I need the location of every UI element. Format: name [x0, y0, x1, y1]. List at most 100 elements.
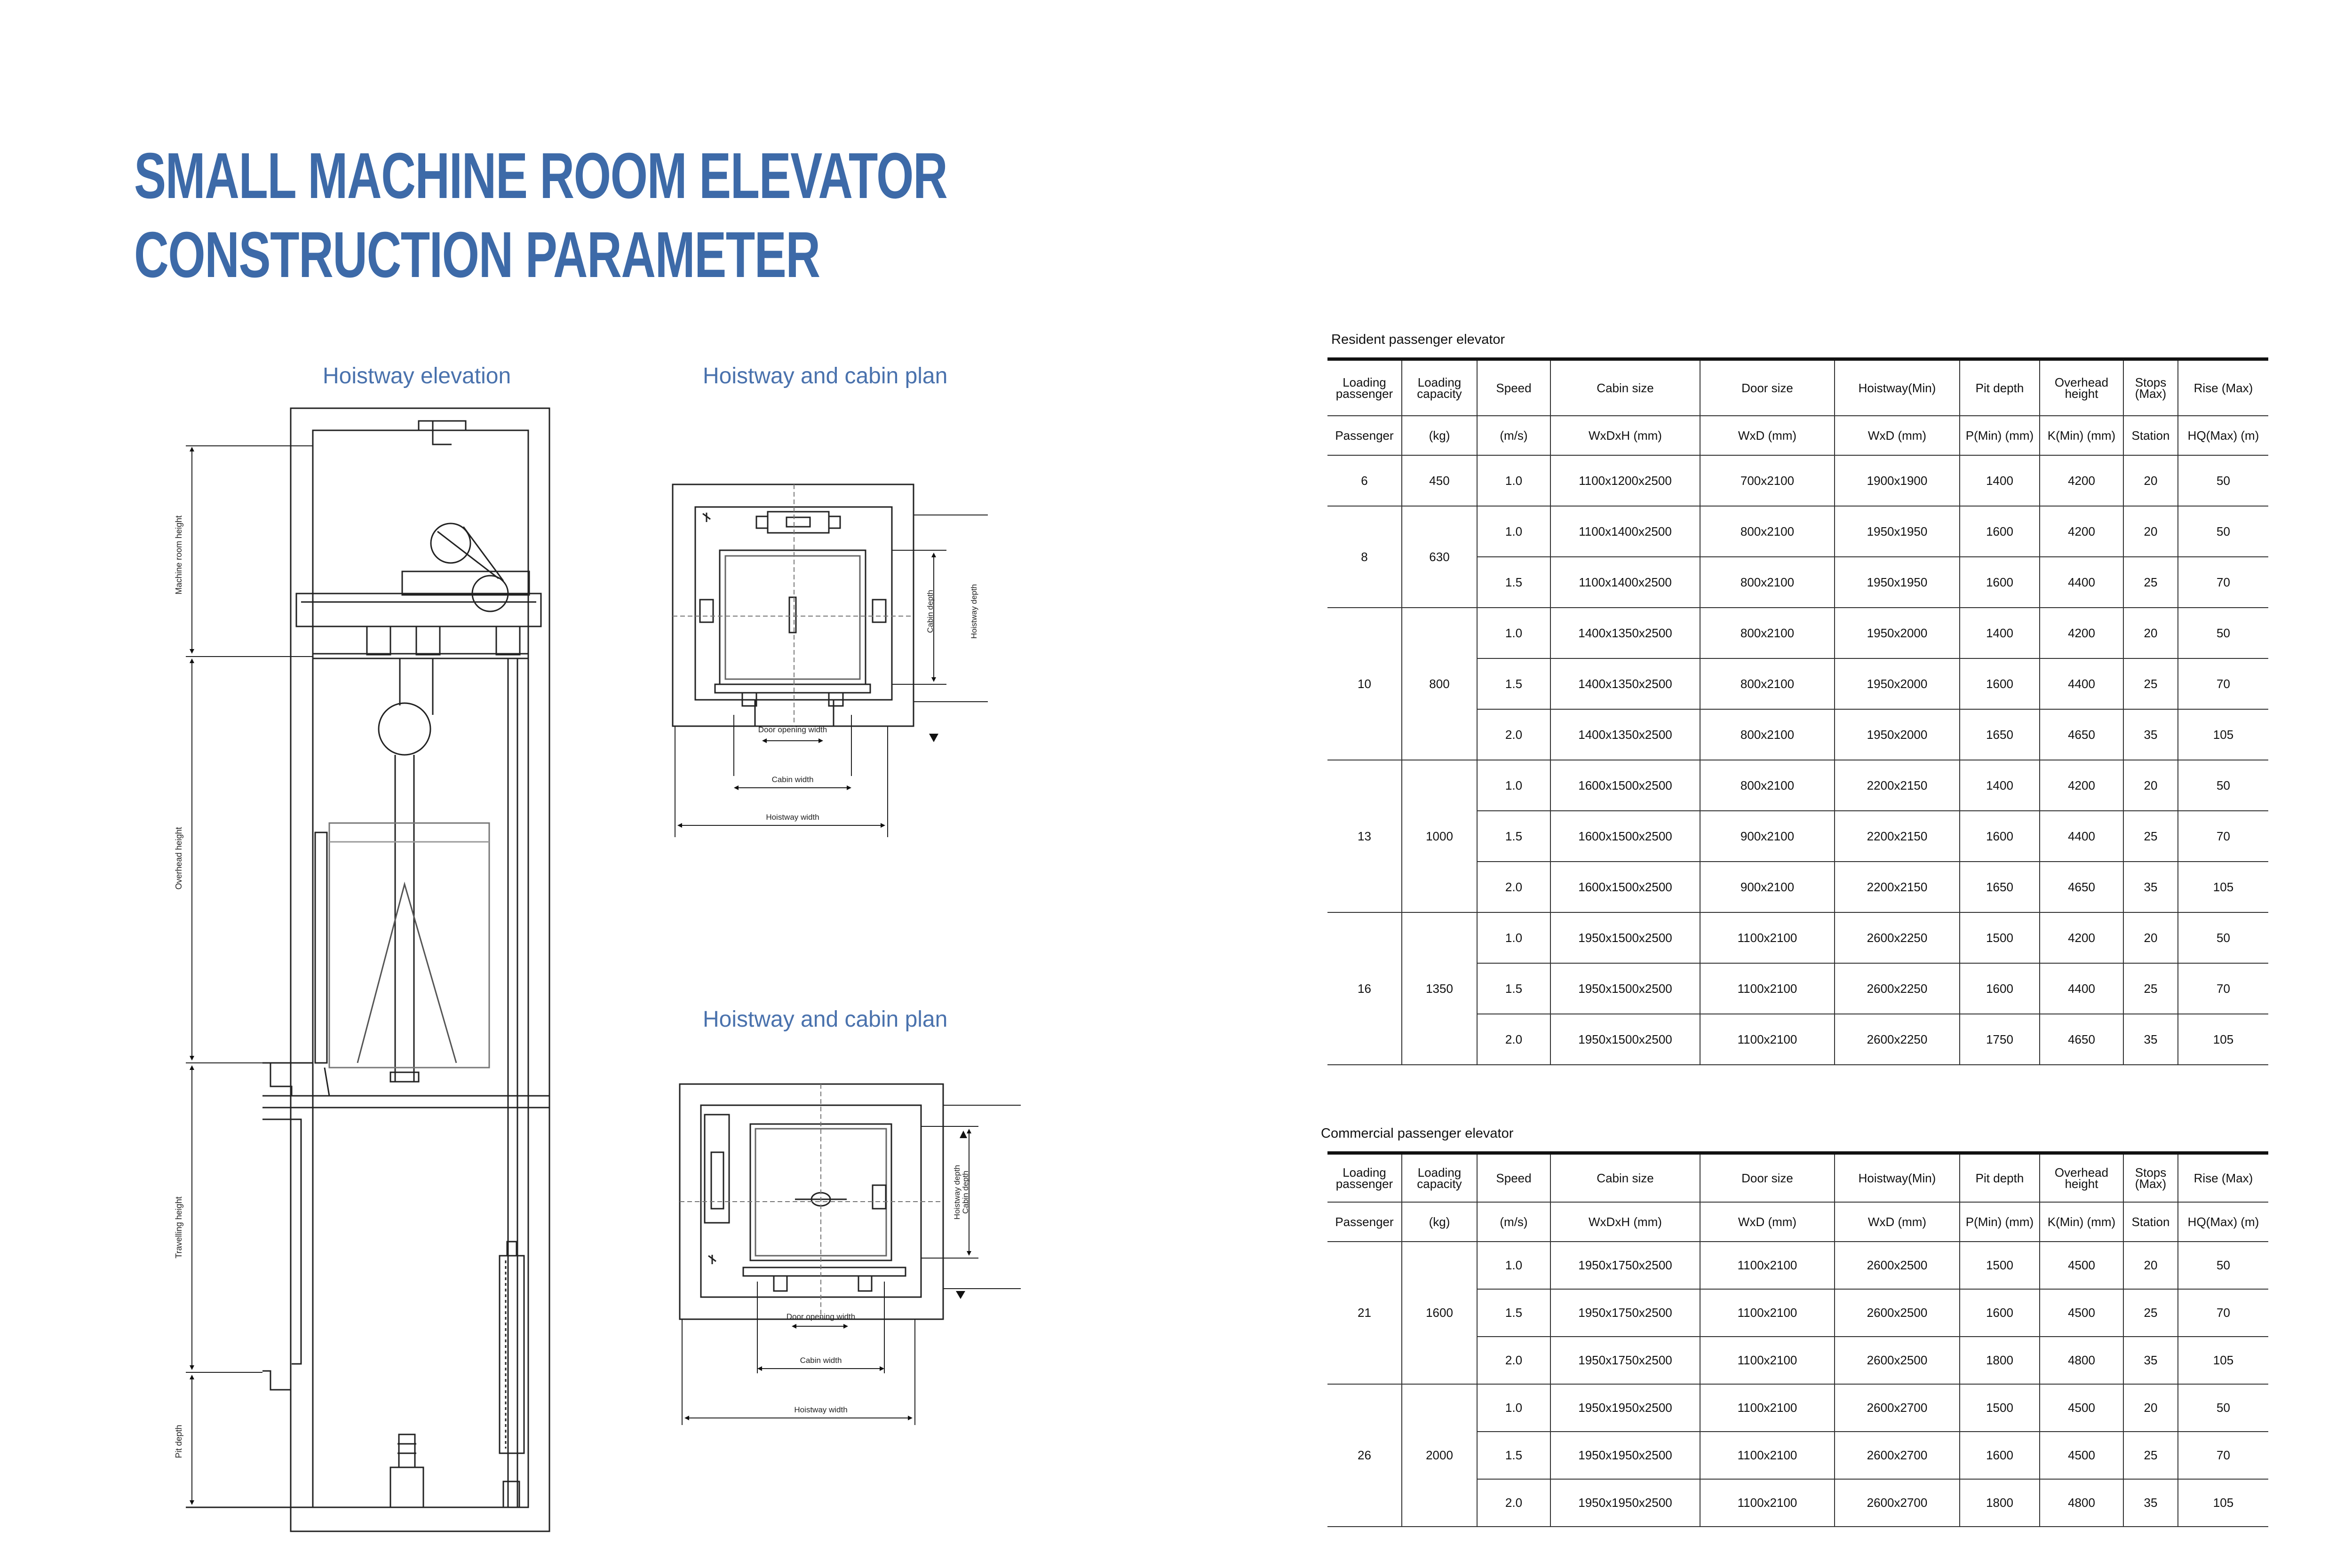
hoistway-elevation-drawing: Machine room height Overhead height Trav… [174, 407, 550, 1532]
door-cell: 1100x2100 [1700, 1241, 1835, 1290]
cabin-cell: 1400x1350x2500 [1550, 607, 1700, 659]
title-line-1: SMALL MACHINE ROOM ELEVATOR [134, 140, 948, 212]
speed-cell: 2.0 [1477, 1336, 1551, 1385]
column-header: Loading capacity [1402, 359, 1478, 416]
cabin-cell: 1950x1500x2500 [1550, 963, 1700, 1014]
rise-cell: 105 [2178, 1014, 2268, 1065]
hoistway-cell: 1900x1900 [1835, 455, 1960, 507]
column-subheader: WxD (mm) [1835, 1202, 1960, 1242]
column-header: Loading passenger [1327, 1153, 1402, 1203]
column-subheader: P(Min) (mm) [1960, 415, 2040, 456]
overhead-cell: 4500 [2040, 1241, 2124, 1290]
overhead-cell: 4400 [2040, 556, 2124, 608]
rise-cell: 70 [2178, 1289, 2268, 1337]
capacity-cell: 630 [1402, 506, 1478, 608]
capacity-cell: 1000 [1402, 760, 1478, 913]
rise-cell: 70 [2178, 963, 2268, 1014]
rise-cell: 50 [2178, 1384, 2268, 1432]
hoistway-width-label-2: Hoistway width [794, 1405, 847, 1414]
column-subheader: Passenger [1327, 415, 1402, 456]
pit-cell: 1750 [1960, 1014, 2040, 1065]
speed-cell: 2.0 [1477, 1014, 1551, 1065]
cabin-cell: 1600x1500x2500 [1550, 810, 1700, 862]
pit-cell: 1800 [1960, 1336, 2040, 1385]
cabin-plan-drawing-2: Door opening width Cabin width Hoistway … [679, 1083, 1021, 1425]
cabin-cell: 1400x1350x2500 [1550, 709, 1700, 760]
overhead-cell: 4200 [2040, 607, 2124, 659]
column-subheader: P(Min) (mm) [1960, 1202, 2040, 1242]
hoistway-cell: 2600x2500 [1835, 1336, 1960, 1385]
stops-cell: 25 [2123, 658, 2178, 710]
pit-cell: 1600 [1960, 556, 2040, 608]
speed-cell: 1.0 [1477, 760, 1551, 811]
column-subheader: (m/s) [1477, 415, 1551, 456]
cabin-plan-caption-2: Hoistway and cabin plan [703, 1007, 948, 1032]
cabin-cell: 1100x1400x2500 [1550, 556, 1700, 608]
column-subheader: WxDxH (mm) [1550, 1202, 1700, 1242]
column-subheader: HQ(Max) (m) [2178, 1202, 2268, 1242]
pit-depth-label: Pit depth [174, 1425, 183, 1458]
capacity-cell: 1600 [1402, 1241, 1478, 1385]
door-cell: 800x2100 [1700, 709, 1835, 760]
passenger-cell: 21 [1327, 1241, 1402, 1385]
overhead-cell: 4200 [2040, 912, 2124, 964]
passenger-cell: 26 [1327, 1384, 1402, 1527]
speed-cell: 1.5 [1477, 556, 1551, 608]
cabin-cell: 1950x1750x2500 [1550, 1336, 1700, 1385]
overhead-cell: 4500 [2040, 1289, 2124, 1337]
overhead-cell: 4500 [2040, 1384, 2124, 1432]
column-subheader: (kg) [1402, 415, 1478, 456]
column-subheader: Station [2123, 415, 2178, 456]
hoistway-cell: 2600x2500 [1835, 1289, 1960, 1337]
speed-cell: 1.5 [1477, 1289, 1551, 1337]
rise-cell: 50 [2178, 760, 2268, 811]
speed-cell: 1.0 [1477, 455, 1551, 507]
door-cell: 1100x2100 [1700, 1289, 1835, 1337]
door-cell: 800x2100 [1700, 607, 1835, 659]
overhead-height-label: Overhead height [174, 827, 183, 889]
speed-cell: 1.0 [1477, 607, 1551, 659]
capacity-cell: 450 [1402, 455, 1478, 507]
overhead-cell: 4650 [2040, 1014, 2124, 1065]
door-cell: 1100x2100 [1700, 912, 1835, 964]
column-subheader: K(Min) (mm) [2040, 415, 2124, 456]
rise-cell: 105 [2178, 861, 2268, 913]
column-subheader: Station [2123, 1202, 2178, 1242]
hoistway-depth-label-1: Hoistway depth [969, 584, 978, 639]
speed-cell: 2.0 [1477, 1479, 1551, 1527]
passenger-cell: 16 [1327, 912, 1402, 1065]
stops-cell: 35 [2123, 1336, 2178, 1385]
cabin-cell: 1100x1200x2500 [1550, 455, 1700, 507]
hoistway-cell: 2200x2150 [1835, 760, 1960, 811]
column-header: Rise (Max) [2178, 1153, 2268, 1203]
pit-cell: 1400 [1960, 760, 2040, 811]
overhead-cell: 4400 [2040, 658, 2124, 710]
cabin-plan-drawing-1: Door opening width Cabin width Hoistway … [672, 483, 988, 837]
column-header: Door size [1700, 359, 1835, 416]
cabin-cell: 1600x1500x2500 [1550, 760, 1700, 811]
column-header: Stops (Max) [2123, 359, 2178, 416]
stops-cell: 20 [2123, 1384, 2178, 1432]
overhead-cell: 4400 [2040, 963, 2124, 1014]
stops-cell: 35 [2123, 861, 2178, 913]
door-cell: 1100x2100 [1700, 1384, 1835, 1432]
speed-cell: 1.0 [1477, 1384, 1551, 1432]
door-opening-width-label-1: Door opening width [758, 725, 827, 734]
pit-cell: 1650 [1960, 861, 2040, 913]
overhead-cell: 4200 [2040, 506, 2124, 557]
rise-cell: 70 [2178, 1431, 2268, 1480]
rise-cell: 105 [2178, 709, 2268, 760]
speed-cell: 1.5 [1477, 963, 1551, 1014]
stops-cell: 20 [2123, 760, 2178, 811]
stops-cell: 20 [2123, 1241, 2178, 1290]
stops-cell: 20 [2123, 506, 2178, 557]
overhead-cell: 4650 [2040, 709, 2124, 760]
